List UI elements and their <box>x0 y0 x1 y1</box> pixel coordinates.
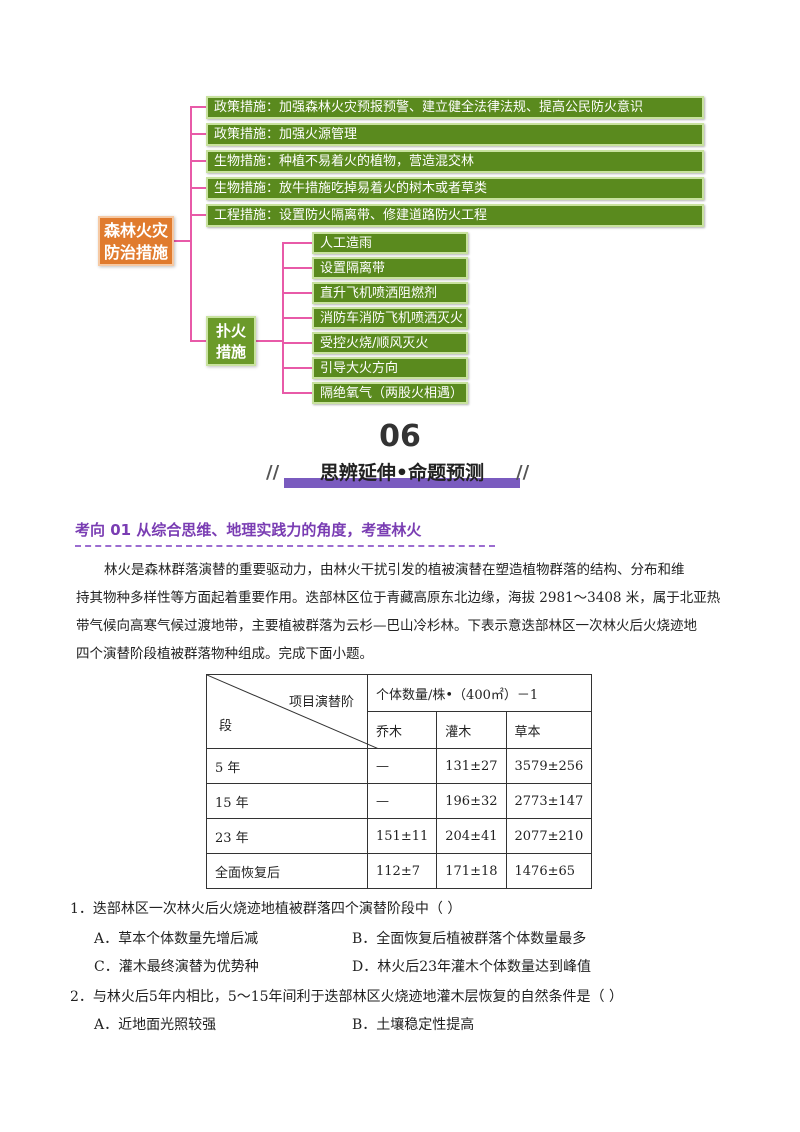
table-diagonal-line <box>207 675 379 749</box>
main-trunk <box>190 106 192 342</box>
branch-item: 政策措施：加强火源管理 <box>206 123 704 146</box>
header-diag-top: 项目演替阶 <box>289 695 355 710</box>
item-connector <box>282 267 312 269</box>
table-row: 全面恢复后 112±7 171±18 1476±65 <box>206 853 593 889</box>
answer-option[interactable]: A．草本个体数量先增后减 <box>94 931 259 947</box>
fire-fighting-item: 受控火烧/顺风灭火 <box>312 332 468 354</box>
section-number: 06 <box>379 419 421 454</box>
fire-fighting-item: 设置隔离带 <box>312 257 468 279</box>
answer-option[interactable]: B．土壤稳定性提高 <box>352 1017 475 1033</box>
passage-line: 林火是森林群落演替的重要驱动力，由林火干扰引发的植被演替在塑造植物群落的结构、分… <box>104 562 685 578</box>
root-line: 防治措施 <box>103 243 168 262</box>
branch-item: 工程措施：设置防火隔离带、修建道路防火工程 <box>206 204 704 227</box>
sub-connector <box>256 340 284 342</box>
mindmap-root: 森林火灾 防治措施 <box>98 216 174 266</box>
fire-fighting-item: 直升飞机喷洒阻燃剂 <box>312 282 468 304</box>
fire-fighting-line: 措施 <box>215 343 246 361</box>
value-cell: — <box>366 748 438 784</box>
passage-line: 四个演替阶段植被群落物种组成。完成下面小题。 <box>76 646 373 662</box>
answer-option[interactable]: A．近地面光照较强 <box>94 1017 217 1033</box>
table-row: 15 年 — 196±32 2773±147 <box>206 783 593 819</box>
question-stem: 2．与林火后5年内相比，5～15年间利于迭部林区火烧迹地灌木层恢复的自然条件是（… <box>70 989 623 1005</box>
fire-fighting-item: 引导大火方向 <box>312 357 468 379</box>
fire-fighting-line: 扑火 <box>215 322 246 340</box>
value-cell: 131±27 <box>436 748 507 784</box>
fire-fighting-item: 隔绝氧气（两股火相遇） <box>312 382 468 404</box>
value-cell: 2773±147 <box>505 783 593 819</box>
topic-underline <box>75 545 495 547</box>
fire-fighting-item: 消防车消防飞机喷洒灭火 <box>312 307 468 329</box>
succession-table: 项目演替阶 段 个体数量/株•（400㎡）－1 乔木 灌木 草本 5 年 — 1… <box>206 674 593 889</box>
table-row: 23 年 151±11 204±41 2077±210 <box>206 818 593 854</box>
branch-connector <box>190 160 206 162</box>
stage-cell: 全面恢复后 <box>206 853 368 889</box>
value-cell: 171±18 <box>436 853 507 889</box>
value-cell: 3579±256 <box>505 748 593 784</box>
item-connector <box>282 292 312 294</box>
column-header: 灌木 <box>436 711 507 749</box>
branch-connector <box>190 106 206 108</box>
slash-decoration: // <box>266 462 280 483</box>
value-cell: 112±7 <box>366 853 438 889</box>
section-title: 思辨延伸•命题预测 <box>319 462 485 484</box>
root-connector <box>174 240 192 242</box>
item-connector <box>282 242 312 244</box>
stage-cell: 23 年 <box>206 818 368 854</box>
branch-connector <box>190 133 206 135</box>
branch-connector <box>190 214 206 216</box>
stage-cell: 5 年 <box>206 748 368 784</box>
branch-item: 政策措施：加强森林火灾预报预警、建立健全法律法规、提高公民防火意识 <box>206 96 704 119</box>
branch-item: 生物措施：放牛措施吃掉易着火的树木或者草类 <box>206 177 704 200</box>
column-header: 草本 <box>505 711 593 749</box>
fire-fighting-node: 扑火 措施 <box>206 316 256 366</box>
slash-decoration: // <box>516 462 530 483</box>
item-connector <box>282 342 312 344</box>
passage-line: 带气候向高寒气候过渡地带，主要植被群落为云杉—巴山冷杉林。下表示意迭部林区一次林… <box>76 618 697 634</box>
title-underline <box>284 478 520 488</box>
branch-connector <box>190 187 206 189</box>
passage-line: 持其物种多样性等方面起着重要作用。迭部林区位于青藏高原东北边缘，海拔 2981～… <box>76 590 721 606</box>
item-connector <box>282 317 312 319</box>
value-cell: 196±32 <box>436 783 507 819</box>
value-cell: — <box>366 783 438 819</box>
table-row: 5 年 — 131±27 3579±256 <box>206 748 593 784</box>
value-cell: 204±41 <box>436 818 507 854</box>
value-cell: 1476±65 <box>505 853 593 889</box>
answer-option[interactable]: D．林火后23年灌木个体数量达到峰值 <box>352 959 592 975</box>
root-line: 森林火灾 <box>103 221 168 240</box>
stage-cell: 15 年 <box>206 783 368 819</box>
item-connector <box>282 392 312 394</box>
question-stem: 1．迭部林区一次林火后火烧迹地植被群落四个演替阶段中（ ） <box>70 901 462 917</box>
value-cell: 151±11 <box>366 818 438 854</box>
value-cell: 2077±210 <box>505 818 593 854</box>
answer-option[interactable]: C．灌木最终演替为优势种 <box>94 959 259 975</box>
item-connector <box>282 367 312 369</box>
section-header: // 思辨延伸•命题预测 // <box>262 458 538 490</box>
topic-heading: 考向 01 从综合思维、地理实践力的角度，考查林火 <box>75 521 422 539</box>
fire-fighting-item: 人工造雨 <box>312 232 468 254</box>
answer-option[interactable]: B．全面恢复后植被群落个体数量最多 <box>352 931 587 947</box>
branch-item: 生物措施：种植不易着火的植物，营造混交林 <box>206 150 704 173</box>
sub-connector <box>190 340 206 342</box>
group-header: 个体数量/株•（400㎡）－1 <box>366 674 593 712</box>
header-diag-bottom: 段 <box>219 719 233 734</box>
